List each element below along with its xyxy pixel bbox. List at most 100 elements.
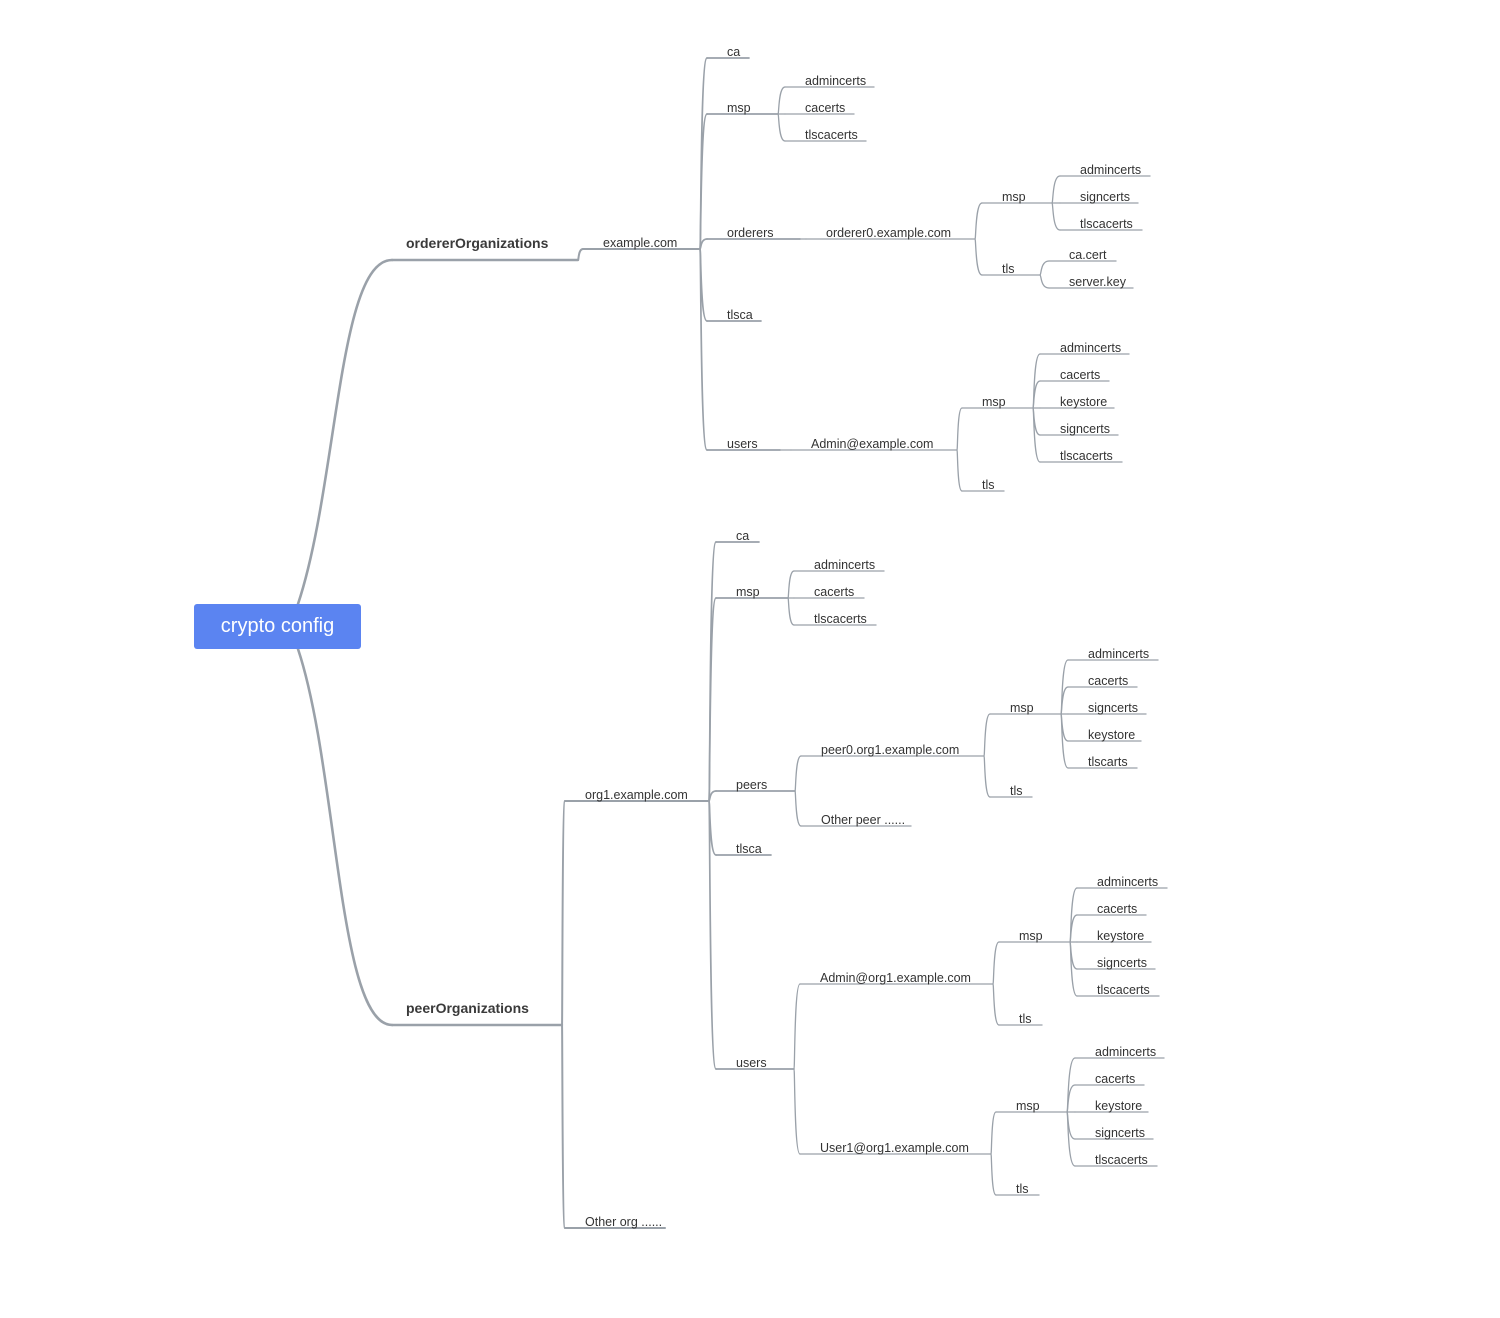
connector-msp <box>974 202 983 240</box>
node-msp[interactable]: msp <box>727 101 751 115</box>
node-tls[interactable]: tls <box>1002 262 1015 276</box>
connector-msp <box>699 113 708 250</box>
connector-tls <box>983 755 991 798</box>
node-signcerts[interactable]: signcerts <box>1088 701 1139 715</box>
connector-other-org <box>561 1024 566 1229</box>
node-tlscacerts[interactable]: tlscacerts <box>814 612 867 626</box>
node-peer0-org1-example-com[interactable]: peer0.org1.example.com <box>821 743 960 757</box>
node-cacerts[interactable]: cacerts <box>1060 368 1101 382</box>
node-keystore[interactable]: keystore <box>1088 728 1136 742</box>
connector-ordererorganizations <box>296 258 394 606</box>
node-msp[interactable]: msp <box>982 395 1006 409</box>
connector-msp <box>956 407 963 451</box>
connector-msp <box>990 1111 997 1155</box>
node-peers[interactable]: peers <box>736 778 768 792</box>
node-tlscacerts[interactable]: tlscacerts <box>1097 983 1150 997</box>
node-org1-example-com[interactable]: org1.example.com <box>585 788 688 802</box>
node-signcerts[interactable]: signcerts <box>1080 190 1131 204</box>
connector-admincerts <box>1051 175 1061 204</box>
connector-tlscacerts <box>1066 1111 1076 1167</box>
connector-msp <box>992 941 1000 985</box>
connector-other-peer <box>794 790 802 827</box>
connector-org1-example-com <box>561 800 566 1026</box>
node-tlscacerts[interactable]: tlscacerts <box>1095 1153 1148 1167</box>
node-tlscarts[interactable]: tlscarts <box>1088 755 1128 769</box>
node-ca-cert[interactable]: ca.cert <box>1069 248 1107 262</box>
connector-peers <box>708 790 717 802</box>
node-peerorganizations[interactable]: peerOrganizations <box>406 1000 529 1016</box>
node-tlsca[interactable]: tlsca <box>727 308 753 322</box>
node-ca[interactable]: ca <box>736 529 750 543</box>
node-ca[interactable]: ca <box>727 45 741 59</box>
node-admincerts[interactable]: admincerts <box>814 558 876 572</box>
connector-tlscacerts <box>1069 941 1078 997</box>
node-orderer0-example-com[interactable]: orderer0.example.com <box>826 226 952 240</box>
connector-msp <box>983 713 991 757</box>
connector-tls <box>990 1153 997 1196</box>
connector-peerorganizations <box>296 647 394 1027</box>
node-other-org[interactable]: Other org ...... <box>585 1215 663 1229</box>
node-msp[interactable]: msp <box>736 585 760 599</box>
node-tls[interactable]: tls <box>1019 1012 1032 1026</box>
node-admincerts[interactable]: admincerts <box>1060 341 1122 355</box>
connector-user1-org1-example-com <box>793 1068 801 1155</box>
node-cacerts[interactable]: cacerts <box>814 585 855 599</box>
connector-cacerts <box>1066 1084 1076 1113</box>
node-cacerts[interactable]: cacerts <box>1097 902 1138 916</box>
node-signcerts[interactable]: signcerts <box>1097 956 1148 970</box>
node-admincerts[interactable]: admincerts <box>805 74 867 88</box>
node-signcerts[interactable]: signcerts <box>1060 422 1111 436</box>
node-cacerts[interactable]: cacerts <box>1088 674 1129 688</box>
node-orderers[interactable]: orderers <box>727 226 774 240</box>
node-msp[interactable]: msp <box>1002 190 1026 204</box>
node-admincerts[interactable]: admincerts <box>1095 1045 1157 1059</box>
node-example-com[interactable]: example.com <box>603 236 678 250</box>
connector-peer0-org1-example-com <box>794 755 802 792</box>
node-admincerts[interactable]: admincerts <box>1097 875 1159 889</box>
node-keystore[interactable]: keystore <box>1097 929 1145 943</box>
connector-tls <box>956 449 963 492</box>
node-msp[interactable]: msp <box>1010 701 1034 715</box>
node-tlsca[interactable]: tlsca <box>736 842 762 856</box>
node-keystore[interactable]: keystore <box>1060 395 1108 409</box>
node-other-peer[interactable]: Other peer ...... <box>821 813 906 827</box>
connector-msp <box>708 597 717 802</box>
node-admincerts[interactable]: admincerts <box>1080 163 1142 177</box>
connector-cacerts <box>1032 380 1041 409</box>
node-admin-org1-example-com[interactable]: Admin@org1.example.com <box>820 971 971 985</box>
node-signcerts[interactable]: signcerts <box>1095 1126 1146 1140</box>
connector-server-key <box>1039 274 1050 289</box>
node-keystore[interactable]: keystore <box>1095 1099 1143 1113</box>
node-tlscacerts[interactable]: tlscacerts <box>805 128 858 142</box>
connector-tlscacerts <box>1032 407 1041 463</box>
connector-tls <box>992 983 1000 1026</box>
node-msp[interactable]: msp <box>1016 1099 1040 1113</box>
connector-tlscacerts <box>777 113 786 142</box>
connector-admin-org1-example-com <box>793 983 801 1070</box>
connector-users <box>699 248 708 451</box>
node-tls[interactable]: tls <box>1016 1182 1029 1196</box>
connector-tlscacerts <box>787 597 795 626</box>
node-cacerts[interactable]: cacerts <box>805 101 846 115</box>
connector-tlscarts <box>1060 713 1069 769</box>
node-users[interactable]: users <box>727 437 758 451</box>
node-tlscacerts[interactable]: tlscacerts <box>1080 217 1133 231</box>
root-node[interactable]: crypto config <box>194 604 361 649</box>
connector-cacerts <box>1069 914 1078 943</box>
node-users[interactable]: users <box>736 1056 767 1070</box>
connector-tlscacerts <box>1051 202 1061 231</box>
connector-cacerts <box>1060 686 1069 715</box>
node-msp[interactable]: msp <box>1019 929 1043 943</box>
node-ordererorganizations[interactable]: ordererOrganizations <box>406 235 549 251</box>
node-tls[interactable]: tls <box>1010 784 1023 798</box>
node-tls[interactable]: tls <box>982 478 995 492</box>
node-server-key[interactable]: server.key <box>1069 275 1126 289</box>
node-user1-org1-example-com[interactable]: User1@org1.example.com <box>820 1141 969 1155</box>
node-admin-example-com[interactable]: Admin@example.com <box>811 437 934 451</box>
node-admincerts[interactable]: admincerts <box>1088 647 1150 661</box>
node-cacerts[interactable]: cacerts <box>1095 1072 1136 1086</box>
connector-tls <box>974 238 983 276</box>
node-tlscacerts[interactable]: tlscacerts <box>1060 449 1113 463</box>
